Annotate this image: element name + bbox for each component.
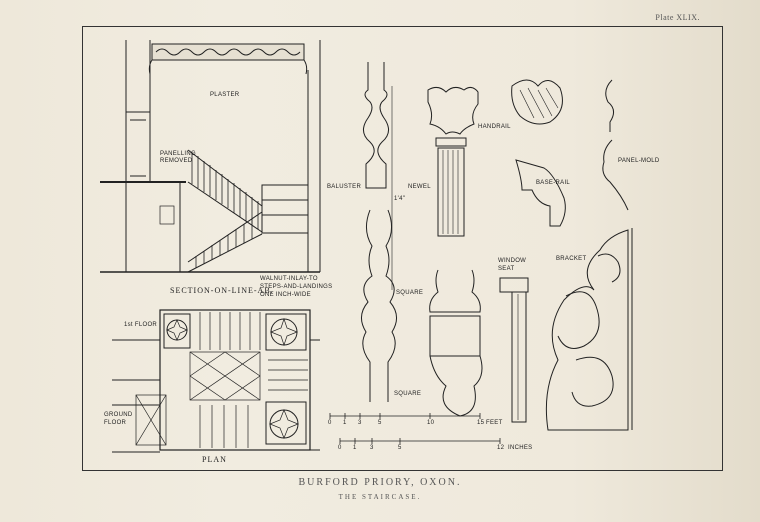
label-window: WINDOW xyxy=(498,258,527,264)
scale-bottom-tick-3: 3 xyxy=(370,445,374,451)
label-section: SECTION-ON-LINE-AB. xyxy=(170,286,274,295)
label-square-2: SQUARE xyxy=(394,391,422,397)
label-newel: NEWEL xyxy=(408,184,431,190)
drawing-frame xyxy=(82,26,723,471)
label-walnut-1: WALNUT-INLAY-TO xyxy=(260,276,318,282)
baluster-drawing xyxy=(361,62,397,402)
scale-top-tick-5: 5 xyxy=(378,420,382,426)
scale-bottom-tick-0: 0 xyxy=(338,445,342,451)
scale-top-unit: FEET xyxy=(486,420,503,426)
bracket-drawing xyxy=(545,228,633,431)
scale-top-tick-15: 15 xyxy=(477,420,485,426)
scale-top-tick-0: 0 xyxy=(328,420,332,426)
label-seat: SEAT xyxy=(498,266,515,272)
scale-top-tick-1: 1 xyxy=(343,420,347,426)
label-walnut-3: ONE INCH-WIDE xyxy=(260,292,311,298)
label-square-1: SQUARE xyxy=(396,290,424,296)
scale-bars xyxy=(329,413,501,444)
plate-title: BURFORD PRIORY, OXON. xyxy=(298,477,462,488)
scale-top-tick-3: 3 xyxy=(358,420,362,426)
label-first-floor: 1st FLOOR xyxy=(124,322,158,328)
scale-bottom-tick-12: 12 xyxy=(497,445,505,451)
label-bracket: BRACKET xyxy=(556,256,587,262)
label-plaster: PLASTER xyxy=(210,92,240,98)
label-base-rail: BASE-RAIL xyxy=(536,180,571,186)
plate-number: Plate XLIX. xyxy=(655,13,700,22)
label-plan: PLAN xyxy=(202,455,227,464)
scale-bottom-tick-1: 1 xyxy=(353,445,357,451)
scale-top-tick-10: 10 xyxy=(427,420,435,426)
plan-drawing xyxy=(112,309,320,453)
newel-drawing xyxy=(427,86,483,417)
label-floor: FLOOR xyxy=(104,420,127,426)
section-drawing xyxy=(100,40,321,273)
label-dimension: 1'4" xyxy=(394,196,406,202)
label-baluster: BALUSTER xyxy=(327,184,362,190)
molding-profiles xyxy=(511,79,629,227)
label-ground: GROUND xyxy=(104,412,133,418)
label-handrail: HANDRAIL xyxy=(478,124,511,130)
label-removed: REMOVED xyxy=(160,158,193,164)
label-panel-mold: PANEL-MOLD xyxy=(618,158,660,164)
plate-subtitle: THE STAIRCASE. xyxy=(338,493,422,501)
window-seat-drawing xyxy=(499,277,529,423)
scale-bottom-unit: INCHES xyxy=(508,445,533,451)
label-walnut-2: STEPS-AND-LANDINGS xyxy=(260,284,333,290)
scale-bottom-tick-5: 5 xyxy=(398,445,402,451)
label-panelling: PANELLING xyxy=(160,151,196,157)
